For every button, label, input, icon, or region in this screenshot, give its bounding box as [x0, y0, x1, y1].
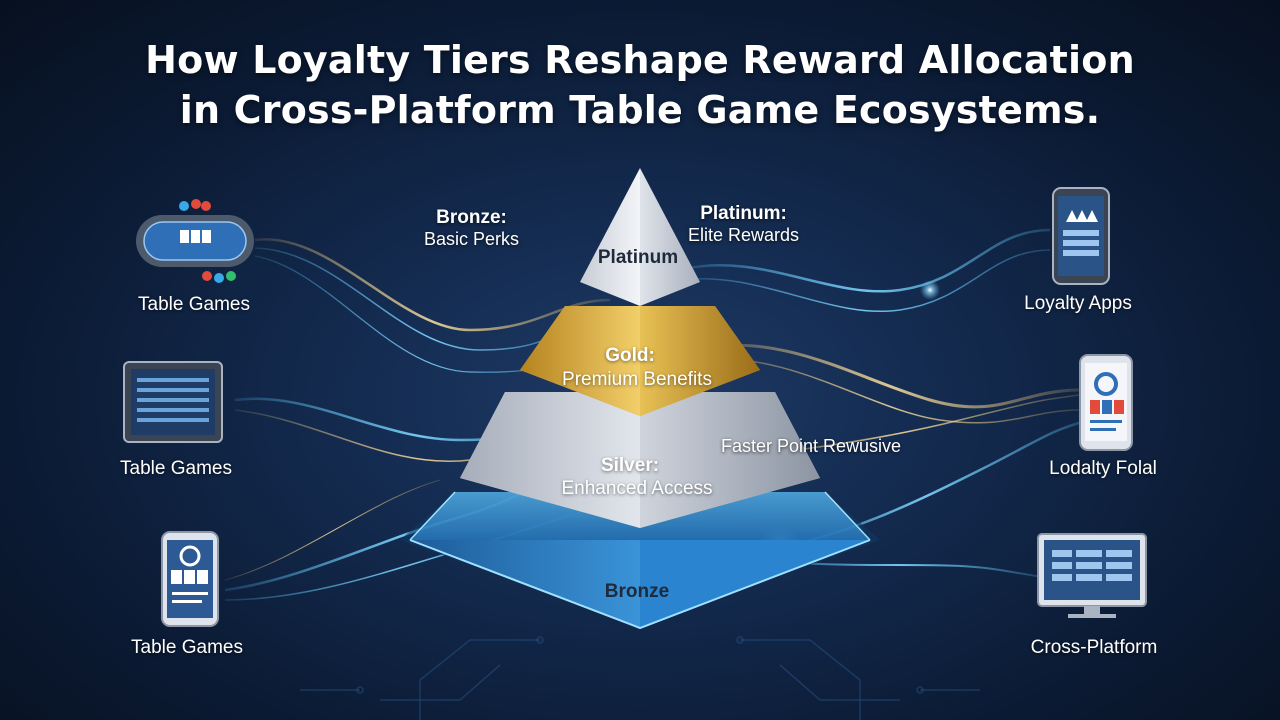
right-node-label-2: Lodalty Folal [1049, 458, 1157, 479]
gold-tier-label: Gold: [605, 345, 655, 366]
right-node-label-1: Loyalty Apps [1024, 293, 1132, 314]
bronze-annotation: Bronze: Basic Perks [424, 207, 519, 250]
monitor-icon [1037, 533, 1147, 618]
left-node-label-1: Table Games [138, 294, 250, 315]
poker-table-icon [136, 199, 254, 283]
pyramid-silver-tier [460, 392, 820, 528]
tablet-icon [123, 361, 223, 443]
bronze-annotation-heading: Bronze: [436, 207, 507, 228]
platinum-annotation-desc: Elite Rewards [688, 225, 800, 245]
circuit-lines [300, 636, 980, 720]
platinum-tier-label: Platinum [597, 247, 679, 268]
bronze-annotation-desc: Basic Perks [424, 229, 520, 249]
title-line-2: in Cross-Platform Table Game Ecosystems. [179, 88, 1101, 132]
silver-tier-label: Silver: [600, 455, 660, 476]
platinum-annotation: Platinum: Elite Rewards [688, 203, 799, 246]
gold-tier-desc: Premium Benefits [562, 369, 712, 390]
right-node-label-3: Cross-Platform [1030, 637, 1158, 658]
bronze-tier-label: Bronze [604, 581, 670, 602]
phone-icon [1079, 354, 1133, 451]
title-line-1: How Loyalty Tiers Reshape Reward Allocat… [145, 38, 1135, 82]
left-node-label-3: Table Games [131, 637, 243, 658]
platinum-annotation-heading: Platinum: [700, 203, 787, 224]
silver-tier-desc: Enhanced Access [561, 478, 713, 499]
faster-point-annotation: Faster Point Rewusive [721, 436, 902, 456]
pyramid-gold-tier [520, 306, 760, 416]
pyramid-platinum-tier [580, 168, 700, 306]
left-node-label-2: Table Games [120, 458, 232, 479]
phone-icon [161, 531, 219, 627]
phone-icon [1052, 187, 1110, 285]
